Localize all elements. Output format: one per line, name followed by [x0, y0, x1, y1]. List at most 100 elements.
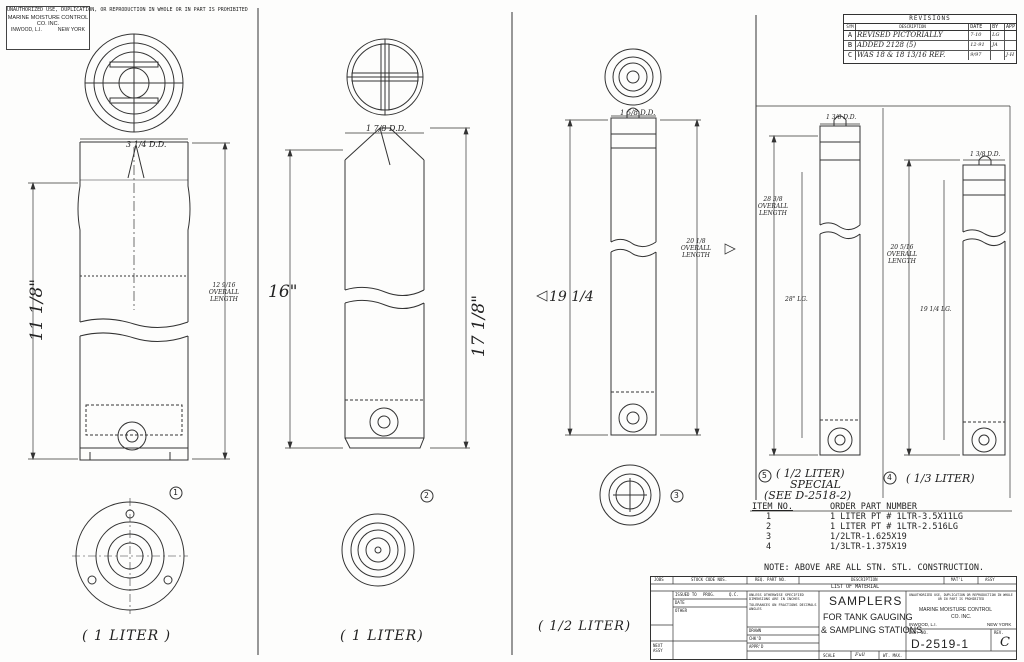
- callout-5: 5: [762, 471, 767, 480]
- rev-col-by: BY: [991, 24, 1006, 30]
- mat-hdr-jobs: JOBS: [654, 577, 664, 582]
- rev-by: [991, 51, 1006, 60]
- drawing-revision: C: [1000, 635, 1010, 650]
- company-state: NEW YORK: [57, 27, 85, 33]
- rev-by: LG: [991, 31, 1006, 40]
- rev-description: ADDED 2128 (5): [856, 41, 970, 50]
- parts-item-part: 1/2LTR-1.625X19: [830, 532, 907, 542]
- rev-sym: B: [844, 41, 856, 50]
- callout-2: 2: [424, 491, 429, 500]
- tb-company-city: INWOOD, L.I.: [909, 622, 937, 627]
- other-label: OTHER: [675, 608, 688, 613]
- next-assy: NEXT ASSY: [653, 643, 663, 653]
- view-3-bottom-plate: [599, 464, 661, 526]
- v4-inner-label: 19 1/4 LG.: [920, 306, 952, 313]
- view-4-dimensions: [904, 158, 1005, 457]
- v3-left-label: 19 1/4: [549, 289, 594, 305]
- v3-caption: ( 1/2 LITER): [538, 619, 632, 634]
- mat-hdr-stock: STOCK CODE NOS.: [691, 577, 728, 582]
- v1-caption: ( 1 LITER ): [82, 628, 172, 644]
- v3-dia-top: 1 5/8 D.D.: [620, 109, 656, 117]
- revisions-table: REVISIONS SYM DESCRIPTION DATE BY APP'D …: [843, 14, 1017, 64]
- rev-triangle-1: [536, 290, 548, 302]
- v4-caption: ( 1/3 LITER): [906, 472, 975, 485]
- issued-to: ISSUED TO: [675, 592, 697, 597]
- tb-company-name2: CO. INC.: [951, 614, 972, 620]
- tb-company-state: NEW YORK: [987, 622, 1012, 627]
- view-5-dimensions: [769, 123, 860, 457]
- v5-caption: ( 1/2 LITER): [776, 467, 845, 480]
- rev-by: JA: [991, 41, 1006, 50]
- v4-dia-top: 1 3/8 D.D.: [970, 151, 1001, 158]
- view-2-body: [344, 127, 425, 449]
- view-1-bottom-plate: [72, 498, 188, 614]
- mat-hdr-matl: MAT'L: [951, 577, 964, 582]
- view-1-dimensions: [28, 138, 230, 461]
- v2-caption: ( 1 LITER): [340, 628, 424, 644]
- revisions-title: REVISIONS: [844, 15, 1016, 24]
- v5-overall-label: 28 3/8 OVERALL LENGTH: [757, 196, 789, 217]
- parts-item-part: 1/3LTR-1.375X19: [830, 542, 907, 552]
- list-of-material: LIST OF MATERIAL: [831, 584, 880, 590]
- view-3-body: [610, 107, 657, 436]
- v5-caption-special: SPECIAL: [790, 478, 841, 491]
- scale-label: SCALE: [823, 653, 836, 658]
- qc: Q.C.: [729, 592, 739, 597]
- v4-overall-label: 20 5/16 OVERALL LENGTH: [886, 244, 918, 265]
- revision-row: A REVISED PICTORIALLY 7-10 LG: [844, 31, 1016, 41]
- rev-date: 9/97: [969, 51, 992, 60]
- view-4-body: [962, 155, 1006, 456]
- v1-overall-label: 12 9/16 OVERALL LENGTH: [208, 282, 240, 303]
- view-3-top-cap: [604, 48, 662, 106]
- rev-col-date: DATE: [969, 24, 992, 30]
- rev-description: REVISED PICTORIALLY: [856, 31, 970, 40]
- parts-row: 4 1/3LTR-1.375X19: [752, 542, 1014, 552]
- v1-height-label: 11 1/8": [27, 278, 48, 342]
- drawn-label: DRAWN: [749, 628, 762, 633]
- view-1-body: [77, 141, 191, 461]
- parts-col-item: ITEM NO.: [752, 502, 793, 512]
- title-block-grid: [651, 577, 1016, 659]
- rev-sym: C: [844, 51, 856, 60]
- view-2-bottom-plate: [341, 513, 415, 587]
- parts-row: 3 1/2LTR-1.625X19: [752, 532, 1014, 542]
- rev-col-appd: APP'D: [1006, 24, 1016, 30]
- tb-company-name1: MARINE MOISTURE CONTROL: [919, 607, 993, 613]
- rev-appd: J-H: [1006, 52, 1015, 58]
- parts-item-part: 1 LITER PT # 1LTR-2.516LG: [830, 522, 958, 532]
- prog: PROG.: [703, 592, 716, 597]
- rev-date: 7-10: [969, 31, 992, 40]
- company-name-line2: CO. INC.: [36, 21, 60, 27]
- rev-appd: [1005, 31, 1016, 40]
- company-city: INWOOD, L.I.: [11, 27, 42, 33]
- callout-5-circle: [758, 469, 772, 483]
- parts-row: 2 1 LITER PT # 1LTR-2.516LG: [752, 522, 1014, 532]
- v5-caption-see: (SEE D-2518-2): [764, 489, 852, 502]
- wt-max-label: WT. MAX.: [883, 653, 903, 658]
- v3-overall-label: 20 1/8 OVERALL LENGTH: [680, 238, 712, 259]
- tolerance-note: UNLESS OTHERWISE SPECIFIED DIMENSIONS AR…: [749, 593, 804, 601]
- callout-3-circle: [670, 489, 684, 503]
- chkd-label: CHK'D: [749, 636, 762, 641]
- parts-item-no: 2: [766, 522, 772, 532]
- rev-triangle-2: [724, 243, 736, 255]
- view-2-dimensions: [285, 126, 470, 450]
- dwg-no-label: DWG. NO.: [909, 630, 929, 635]
- mat-hdr-part: REQ. PART NO.: [755, 577, 787, 582]
- revisions-columns: SYM DESCRIPTION DATE BY APP'D: [844, 24, 1016, 31]
- view-5-body: [819, 115, 861, 456]
- company-block: UNAUTHORIZED USE, DUPLICATION, OR REPROD…: [6, 6, 248, 50]
- parts-item-part: 1 LITER PT # 1LTR-3.5X11LG: [830, 512, 964, 522]
- drawing-subtitle-2: & SAMPLING STATIONS: [821, 625, 923, 635]
- drawing-number: D-2519-1: [911, 637, 970, 651]
- callout-4-circle: [883, 471, 897, 485]
- parts-list: ITEM NO. ORDER PART NUMBER 1 1 LITER PT …: [752, 502, 1014, 552]
- parts-col-part: ORDER PART NUMBER: [830, 502, 917, 512]
- scale-value: Full: [855, 652, 865, 658]
- view-3-dimensions: [536, 115, 736, 437]
- rev-col-description: DESCRIPTION: [856, 24, 970, 30]
- parts-item-no: 3: [766, 532, 772, 542]
- view-2-top-cap: [346, 38, 424, 116]
